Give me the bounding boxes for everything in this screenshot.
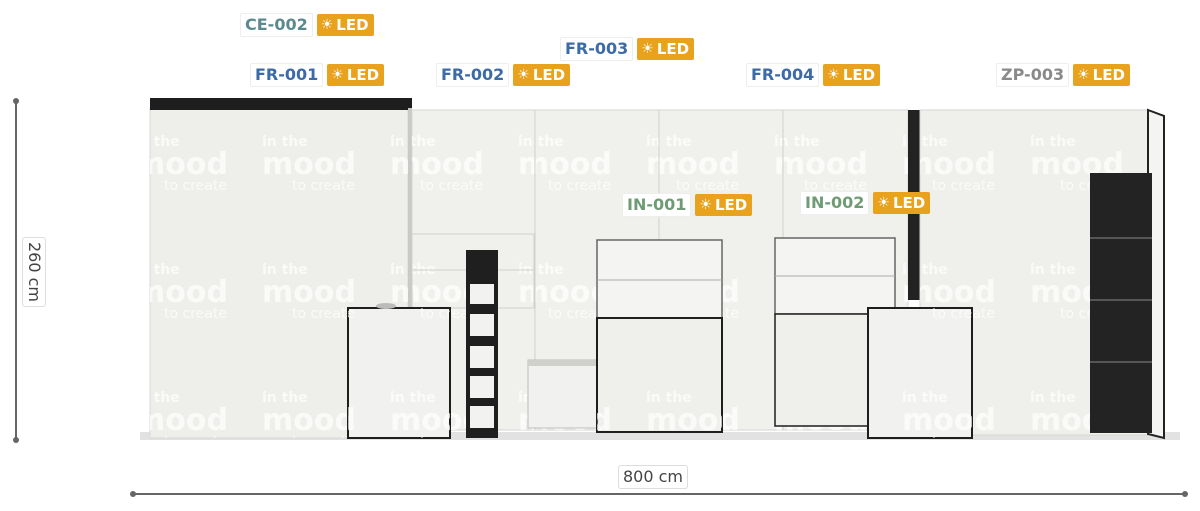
tag-code: FR-003 [560, 37, 634, 61]
width-dimension-label: 800 cm [618, 465, 689, 489]
led-badge: ☀LED [316, 14, 374, 36]
tag-fr-003[interactable]: FR-003 ☀LED [560, 37, 695, 61]
tag-code: FR-002 [436, 63, 510, 87]
bench [527, 359, 599, 429]
width-dimension-line [130, 491, 1188, 497]
led-badge: ☀LED [1073, 64, 1130, 86]
led-badge: ☀LED [695, 194, 753, 216]
tag-fr-004[interactable]: FR-004 ☀LED [746, 63, 881, 87]
tag-ce-002[interactable]: CE-002 ☀LED [240, 13, 374, 37]
led-badge: ☀LED [327, 64, 385, 86]
tag-zp-003[interactable]: ZP-003 ☀LED [996, 63, 1130, 87]
literature-stand [466, 250, 498, 438]
sun-icon: ☀ [641, 41, 654, 57]
showcase-in-001 [596, 239, 723, 433]
sun-icon: ☀ [827, 67, 840, 83]
tag-in-002[interactable]: IN-002 ☀LED [800, 191, 931, 215]
tag-code: IN-001 [622, 193, 692, 217]
sun-icon: ☀ [1077, 67, 1090, 83]
shelving-right [1090, 173, 1152, 433]
tag-code: CE-002 [240, 13, 313, 37]
tag-code: IN-002 [800, 191, 870, 215]
height-dimension-label: 260 cm [22, 236, 47, 308]
height-dimension-line [13, 98, 19, 443]
sun-icon: ☀ [517, 67, 530, 83]
counter-right [867, 307, 973, 439]
counter-left [347, 303, 451, 439]
sun-icon: ☀ [877, 195, 890, 211]
led-badge: ☀LED [637, 38, 695, 60]
tag-code: ZP-003 [996, 63, 1070, 87]
tag-code: FR-004 [746, 63, 820, 87]
led-badge: ☀LED [823, 64, 881, 86]
tag-fr-002[interactable]: FR-002 ☀LED [436, 63, 571, 87]
tag-fr-001[interactable]: FR-001 ☀LED [250, 63, 385, 87]
tag-code: FR-001 [250, 63, 324, 87]
sun-icon: ☀ [331, 67, 344, 83]
led-badge: ☀LED [513, 64, 571, 86]
sun-icon: ☀ [320, 17, 334, 33]
wall-left-header [150, 98, 412, 110]
tag-in-001[interactable]: IN-001 ☀LED [622, 193, 753, 217]
sun-icon: ☀ [699, 197, 712, 213]
led-badge: ☀LED [873, 192, 931, 214]
